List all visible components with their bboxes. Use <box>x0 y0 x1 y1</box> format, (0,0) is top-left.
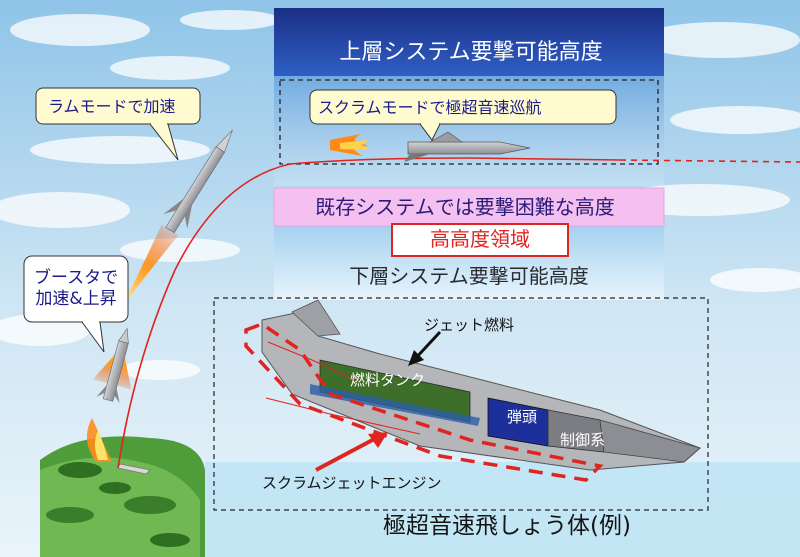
booster-callout: ブースタで加速&上昇 <box>33 268 119 310</box>
vehicle-panel-outline <box>213 297 709 511</box>
booster-callout-bubble <box>23 255 129 353</box>
lower-band-label: 下層システム要撃可能高度 <box>349 264 589 288</box>
warhead-label: 弾頭 <box>507 408 538 426</box>
vehicle-cutaway <box>261 299 701 471</box>
scramjet-engine-label: スクラムジェットエンジン <box>262 474 442 492</box>
engine-outline <box>244 322 604 482</box>
high-region-label: 高高度領域 <box>430 227 530 251</box>
cruise-band-outline <box>279 79 659 165</box>
jet-fuel-label: ジェット燃料 <box>424 316 515 334</box>
high-region-box <box>391 223 569 257</box>
booster-rocket <box>92 327 132 404</box>
existing-band-label: 既存システムでは要撃困難な高度 <box>315 195 615 219</box>
existing-band-box <box>273 187 665 227</box>
upper-band <box>274 8 664 76</box>
ram-mode-callout: ラムモードで加速 <box>48 97 176 116</box>
island <box>40 436 205 557</box>
ram-callout-bubble <box>35 87 201 161</box>
upper-band-label: 上層システム要撃可能高度 <box>339 40 603 65</box>
diagram-caption: 極超音速飛しょう体(例) <box>383 513 631 539</box>
control-system-label: 制御系 <box>560 431 606 449</box>
cruise-vehicle <box>330 131 531 162</box>
fuel-tank-label: 燃料タンク <box>350 371 426 389</box>
scram-callout-bubble <box>309 89 617 141</box>
clouds <box>0 10 800 380</box>
ram-mode-rocket <box>122 129 233 307</box>
scram-mode-callout: スクラムモードで極超音速巡航 <box>318 98 542 117</box>
trajectory-dashed <box>619 159 800 163</box>
trajectory-solid <box>117 157 621 469</box>
engine-arrow <box>315 434 381 472</box>
